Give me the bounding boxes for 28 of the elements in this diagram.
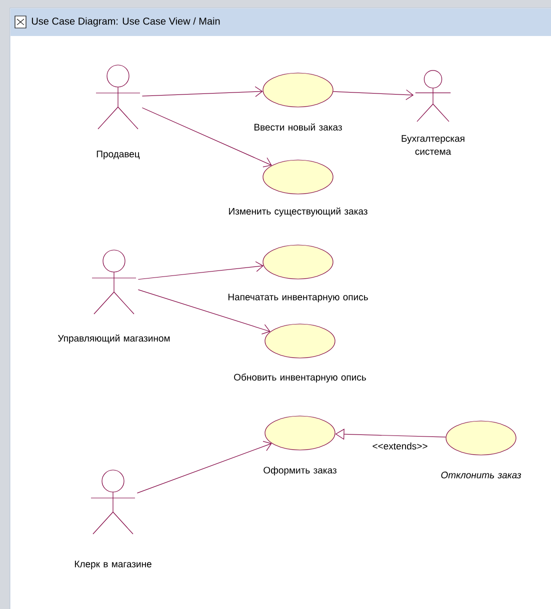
actor: Продавец <box>96 64 140 160</box>
window-title: Use Case Diagram: Use Case View / Main <box>32 17 220 27</box>
node-label: Оформить заказ <box>264 466 336 476</box>
association-arrow <box>142 86 263 97</box>
association-arrow <box>136 441 272 494</box>
use-case: Оформить заказ <box>264 416 336 476</box>
edge-label: <<extends>> <box>371 442 429 450</box>
node-label: Клерк в магазине <box>74 560 152 570</box>
node-label: Изменить существующий заказ <box>229 207 368 217</box>
use-case: Изменить существующий заказ <box>229 160 368 217</box>
association-arrow <box>138 289 270 334</box>
node-label: Обновить инвентарную опись <box>234 374 366 382</box>
node-label: Продавец <box>96 150 140 160</box>
node-label: Напечатать инвентарную опись <box>228 294 368 302</box>
node-label: Управляющий магазином <box>58 334 170 344</box>
node-label: Отклонить заказ <box>441 472 522 478</box>
actor: Клерк в магазине <box>74 470 152 570</box>
use-case: Напечатать инвентарную опись <box>228 244 368 302</box>
node-label: Бухгалтерская система <box>402 135 464 155</box>
actor: Управляющий магазином <box>58 250 170 344</box>
use-case: Обновить инвентарную опись <box>234 324 366 382</box>
association-arrow <box>138 261 264 280</box>
use-case: Ввести новый заказ <box>254 72 342 131</box>
association-arrow <box>332 90 414 100</box>
use-case: Отклонить заказ <box>441 420 522 478</box>
association-arrow <box>142 107 272 168</box>
node-label: Ввести новый заказ <box>254 123 342 131</box>
actor: Бухгалтерская система <box>402 70 464 155</box>
